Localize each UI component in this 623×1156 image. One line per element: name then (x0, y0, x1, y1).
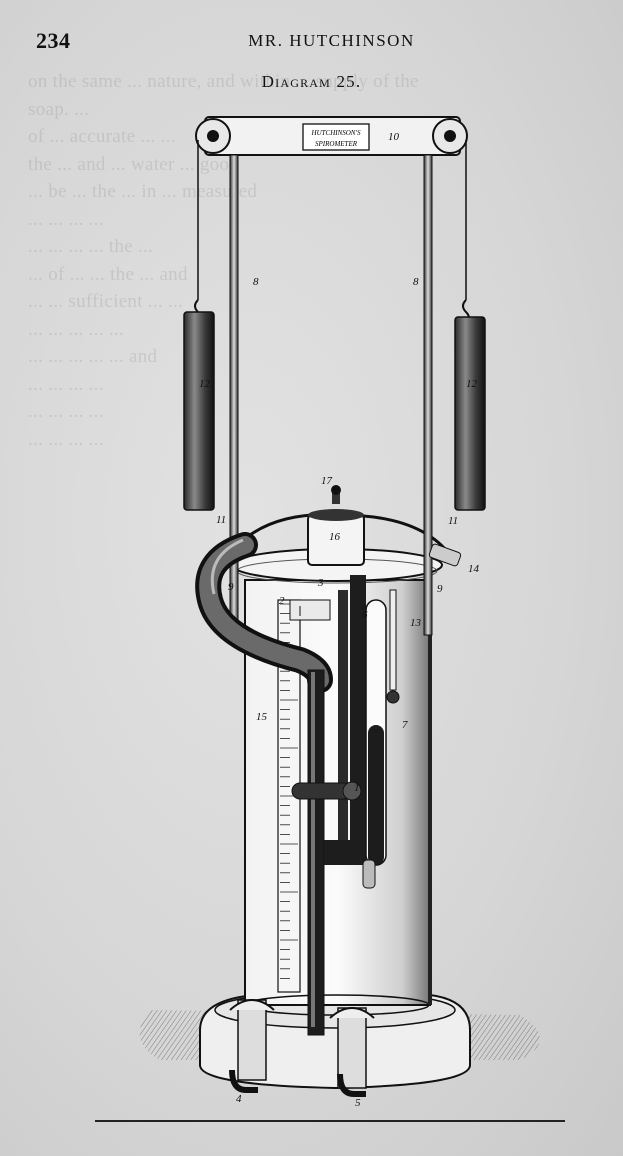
small-gauge (289, 599, 331, 621)
part-number-label: 12 (466, 378, 478, 390)
bottom-rule (95, 1120, 565, 1122)
cords (197, 140, 467, 300)
plate-line-1: HUTCHINSON'S (311, 129, 361, 137)
page-number: 234 (36, 28, 71, 53)
diagram-caption: Diagram 25. (261, 72, 362, 91)
part-number-label: 11 (448, 515, 458, 527)
part-number-label: 8 (253, 276, 259, 288)
side-nozzle (428, 543, 462, 567)
top-vessel (307, 485, 365, 566)
part-number-label: 16 (329, 531, 341, 543)
part-number-label: 6 (362, 609, 368, 621)
part-number-label: 13 (410, 617, 422, 629)
part-number-label: 9 (228, 581, 234, 593)
part-number-label: 5 (355, 1097, 361, 1109)
inner-pipes (307, 575, 387, 1036)
counterweight-left (183, 311, 215, 511)
stopcock (291, 781, 362, 801)
part-number-label: 2 (279, 595, 285, 607)
part-number-label: 11 (216, 514, 226, 526)
breathing-tube (195, 532, 333, 693)
tap-left (229, 999, 275, 1093)
part-number-label: 17 (321, 475, 333, 487)
part-number-label: 15 (256, 711, 268, 723)
part-number-label: 7 (402, 719, 408, 731)
part-number-label: 1 (354, 782, 360, 794)
plate-line-2: SPIROMETER (315, 140, 358, 148)
part-number-label: 12 (199, 378, 211, 390)
part-number-label: 10 (388, 131, 400, 143)
bleed-through-text: on the same ... nature, and within ... s… (28, 71, 419, 450)
part-number-label: 14 (468, 563, 480, 575)
spirometer-illustration: HUTCHINSON'S SPIROMETER 1088121217161111… (139, 116, 541, 1109)
running-head: MR. HUTCHINSON (248, 31, 415, 50)
part-number-label: 3 (317, 577, 324, 589)
tap-right (329, 1007, 375, 1097)
top-frame (195, 116, 468, 156)
counterweight-right (454, 316, 486, 511)
part-number-label: 8 (413, 276, 419, 288)
thermometer (386, 589, 400, 704)
part-number-label: 4 (236, 1093, 242, 1105)
part-number-label: 9 (437, 583, 443, 595)
